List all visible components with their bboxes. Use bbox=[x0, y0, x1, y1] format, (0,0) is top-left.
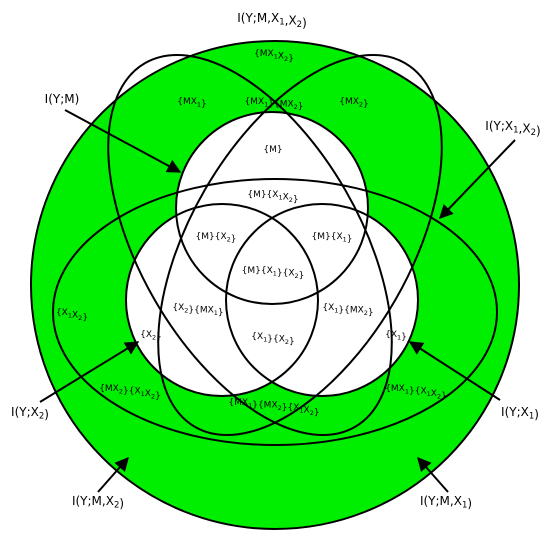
arrow-x2 bbox=[39, 341, 140, 403]
arrow-mx2 bbox=[97, 456, 129, 493]
region-mx2: {MX2} bbox=[339, 97, 369, 110]
arrow-m bbox=[64, 109, 182, 173]
region-x1x2-left: {X1X2} bbox=[56, 308, 88, 323]
region-m: {M} bbox=[263, 145, 282, 155]
region-m-x1x2: {M}{X1X2} bbox=[247, 190, 298, 205]
label-x2: I(Y;X2) bbox=[11, 405, 49, 422]
label-x1x2: I(Y;X1,X2) bbox=[485, 119, 540, 138]
region-x1-x2: {X1}{X2} bbox=[251, 332, 295, 347]
label-mx1: I(Y;M,X1) bbox=[420, 494, 472, 511]
arrow-x1x2 bbox=[439, 139, 516, 220]
region-x2-mx1: {X2}{MX1} bbox=[172, 303, 223, 318]
label-whole: I(Y;M,X1,X2) bbox=[237, 11, 307, 30]
arrow-x1 bbox=[408, 341, 501, 401]
ellipse-x1x2 bbox=[52, 178, 498, 446]
label-x1: I(Y;X1) bbox=[501, 405, 539, 422]
region-m-x1: {M}{X1} bbox=[312, 232, 353, 245]
ellipse-mx2 bbox=[107, 54, 393, 436]
circle-m bbox=[175, 111, 369, 305]
region-x2: {X2} bbox=[140, 330, 162, 343]
region-m-x1-x2: {M}{X1}{X2} bbox=[242, 266, 305, 281]
ellipse-mx1 bbox=[157, 54, 443, 436]
circle-x2 bbox=[125, 203, 319, 397]
region-mx1x2-top: {MX1X2} bbox=[254, 49, 294, 64]
region-m-x2: {M}{X2} bbox=[196, 232, 237, 245]
inner-union-fill bbox=[126, 112, 418, 396]
label-m: I(Y;M) bbox=[45, 92, 80, 106]
label-mx2: I(Y;M,X2) bbox=[72, 494, 124, 511]
circle-x1 bbox=[225, 203, 419, 397]
region-mx1-x1x2: {MX1}{X1X2} bbox=[385, 384, 447, 402]
region-mx2-x1x2: {MX2}{X1X2} bbox=[99, 384, 161, 402]
region-mx1-mx2-x1x2: {MX1}{MX2}{X1X2} bbox=[228, 398, 319, 418]
region-mx1: {MX1} bbox=[177, 97, 207, 110]
region-mx1-mx2: {MX1}{MX2} bbox=[244, 97, 303, 112]
arrows bbox=[39, 109, 516, 493]
arrow-mx1 bbox=[417, 456, 449, 493]
region-x1-mx2: {X1}{MX2} bbox=[322, 303, 373, 318]
region-x1: {X1} bbox=[385, 330, 407, 343]
